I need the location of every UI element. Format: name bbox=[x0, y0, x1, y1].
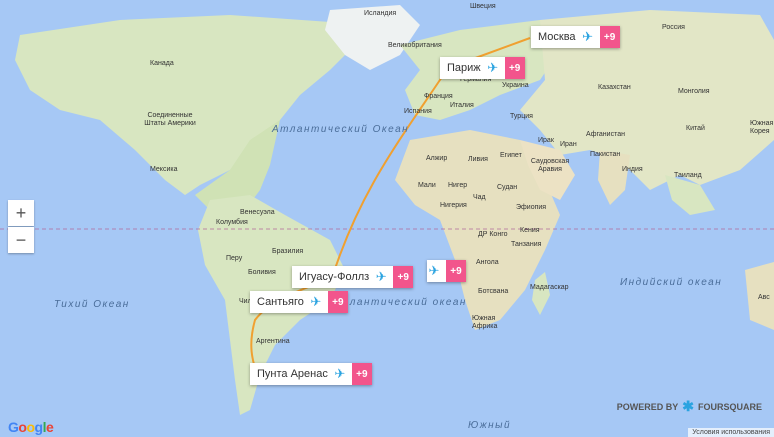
google-logo: Google bbox=[8, 419, 54, 435]
country-label: ДР Конго bbox=[478, 231, 508, 238]
ocean-label-pacific: Тихий Океан bbox=[54, 299, 130, 310]
country-label: Таиланд bbox=[674, 172, 702, 179]
country-label: Казахстан bbox=[598, 84, 631, 91]
add-pin-icon[interactable]: +9 bbox=[504, 57, 525, 79]
ocean-label-southern: Южный bbox=[468, 420, 512, 431]
country-label: Эфиопия bbox=[516, 204, 547, 211]
airplane-icon[interactable]: ✈ bbox=[334, 366, 346, 381]
zoom-out-button[interactable]: − bbox=[8, 227, 34, 253]
country-label: Аргентина bbox=[256, 338, 290, 345]
country-label: Южная Корея bbox=[750, 120, 774, 135]
country-label: Турция bbox=[510, 113, 533, 120]
country-label: Бразилия bbox=[272, 248, 304, 255]
country-label: Италия bbox=[450, 102, 474, 109]
country-label: Китай bbox=[686, 125, 705, 132]
airplane-icon[interactable]: ✈ bbox=[428, 263, 440, 278]
foursquare-label: FOURSQUARE bbox=[697, 401, 762, 412]
country-label: Соединенные Штаты Америки bbox=[144, 112, 196, 127]
country-label: Швеция bbox=[470, 3, 496, 10]
country-label: Египет bbox=[500, 152, 522, 159]
country-label: Великобритания bbox=[388, 42, 442, 49]
add-pin-icon[interactable]: +9 bbox=[599, 26, 620, 48]
ocean-label-atlantic-south: Атлантический океан bbox=[332, 297, 467, 308]
country-label: Украина bbox=[502, 82, 529, 89]
marker-name: Пунта Аренас bbox=[257, 368, 328, 380]
country-label: Ирак bbox=[538, 137, 554, 144]
marker-name: Игуасу-Фоллз bbox=[299, 271, 370, 283]
country-label: Испания bbox=[404, 108, 432, 115]
airplane-icon[interactable]: ✈ bbox=[487, 60, 499, 75]
country-label: Венесуэла bbox=[240, 209, 275, 216]
country-label: Нигерия bbox=[440, 202, 467, 209]
country-label: Иран bbox=[560, 141, 577, 148]
country-label: Пакистан bbox=[590, 151, 621, 158]
country-label: Канада bbox=[150, 60, 174, 67]
ocean-label-atlantic-north: Атлантический Океан bbox=[272, 124, 410, 135]
marker-partial[interactable]: ✈ +9 bbox=[427, 260, 466, 282]
country-label: Франция bbox=[424, 93, 453, 100]
country-label: Мали bbox=[418, 182, 436, 189]
country-label: Саудовская Аравия bbox=[530, 158, 570, 173]
country-label: Алжир bbox=[426, 155, 448, 162]
marker-punta-arenas[interactable]: Пунта Аренас ✈ +9 bbox=[250, 363, 372, 385]
country-label: Танзания bbox=[511, 241, 542, 248]
country-label: Ботсвана bbox=[478, 288, 509, 295]
marker-name: Москва bbox=[538, 31, 576, 43]
country-label: Южная Африка bbox=[472, 315, 498, 330]
country-label: Ангола bbox=[476, 259, 499, 266]
country-label: Колумбия bbox=[216, 219, 248, 226]
zoom-in-button[interactable]: + bbox=[8, 200, 34, 226]
country-label: Ливия bbox=[468, 156, 488, 163]
country-label: Германия bbox=[460, 76, 492, 83]
marker-moscow[interactable]: Москва ✈ +9 bbox=[531, 26, 620, 48]
add-pin-icon[interactable]: +9 bbox=[393, 266, 414, 288]
add-pin-icon[interactable]: +9 bbox=[446, 260, 466, 282]
country-label: Россия bbox=[662, 24, 685, 31]
country-label: Авс bbox=[758, 294, 770, 301]
country-label: Нигер bbox=[448, 182, 468, 189]
powered-by-foursquare: POWERED BY ✱ FOURSQUARE bbox=[617, 398, 762, 415]
country-label: Боливия bbox=[248, 269, 276, 276]
marker-name: Париж bbox=[447, 62, 481, 74]
country-label: Мексика bbox=[150, 166, 178, 173]
country-label: Перу bbox=[226, 255, 243, 262]
country-label: Чад bbox=[473, 194, 486, 201]
country-label: Афганистан bbox=[586, 131, 625, 138]
country-label: Исландия bbox=[364, 10, 397, 17]
country-label: Чили bbox=[239, 298, 256, 305]
airplane-icon[interactable]: ✈ bbox=[310, 294, 322, 309]
airplane-icon[interactable]: ✈ bbox=[375, 269, 387, 284]
marker-iguazu-falls[interactable]: Игуасу-Фоллз ✈ +9 bbox=[292, 266, 414, 288]
country-label: Мадагаскар bbox=[530, 284, 569, 291]
country-label: Монголия bbox=[678, 88, 710, 95]
country-label: Кения bbox=[520, 227, 540, 234]
powered-by-label: POWERED BY bbox=[616, 401, 679, 412]
airplane-icon[interactable]: ✈ bbox=[582, 29, 594, 44]
marker-name: Сантьяго bbox=[257, 296, 304, 308]
country-label: Судан bbox=[497, 184, 518, 191]
terms-link[interactable]: Условия использования bbox=[688, 428, 774, 437]
add-pin-icon[interactable]: +9 bbox=[327, 291, 348, 313]
add-pin-icon[interactable]: +9 bbox=[351, 363, 372, 385]
marker-santiago[interactable]: Сантьяго ✈ +9 bbox=[250, 291, 348, 313]
ocean-label-indian: Индийский океан bbox=[620, 277, 723, 288]
country-label: Индия bbox=[622, 166, 643, 173]
foursquare-icon: ✱ bbox=[682, 398, 694, 414]
marker-paris[interactable]: Париж ✈ +9 bbox=[440, 57, 525, 79]
